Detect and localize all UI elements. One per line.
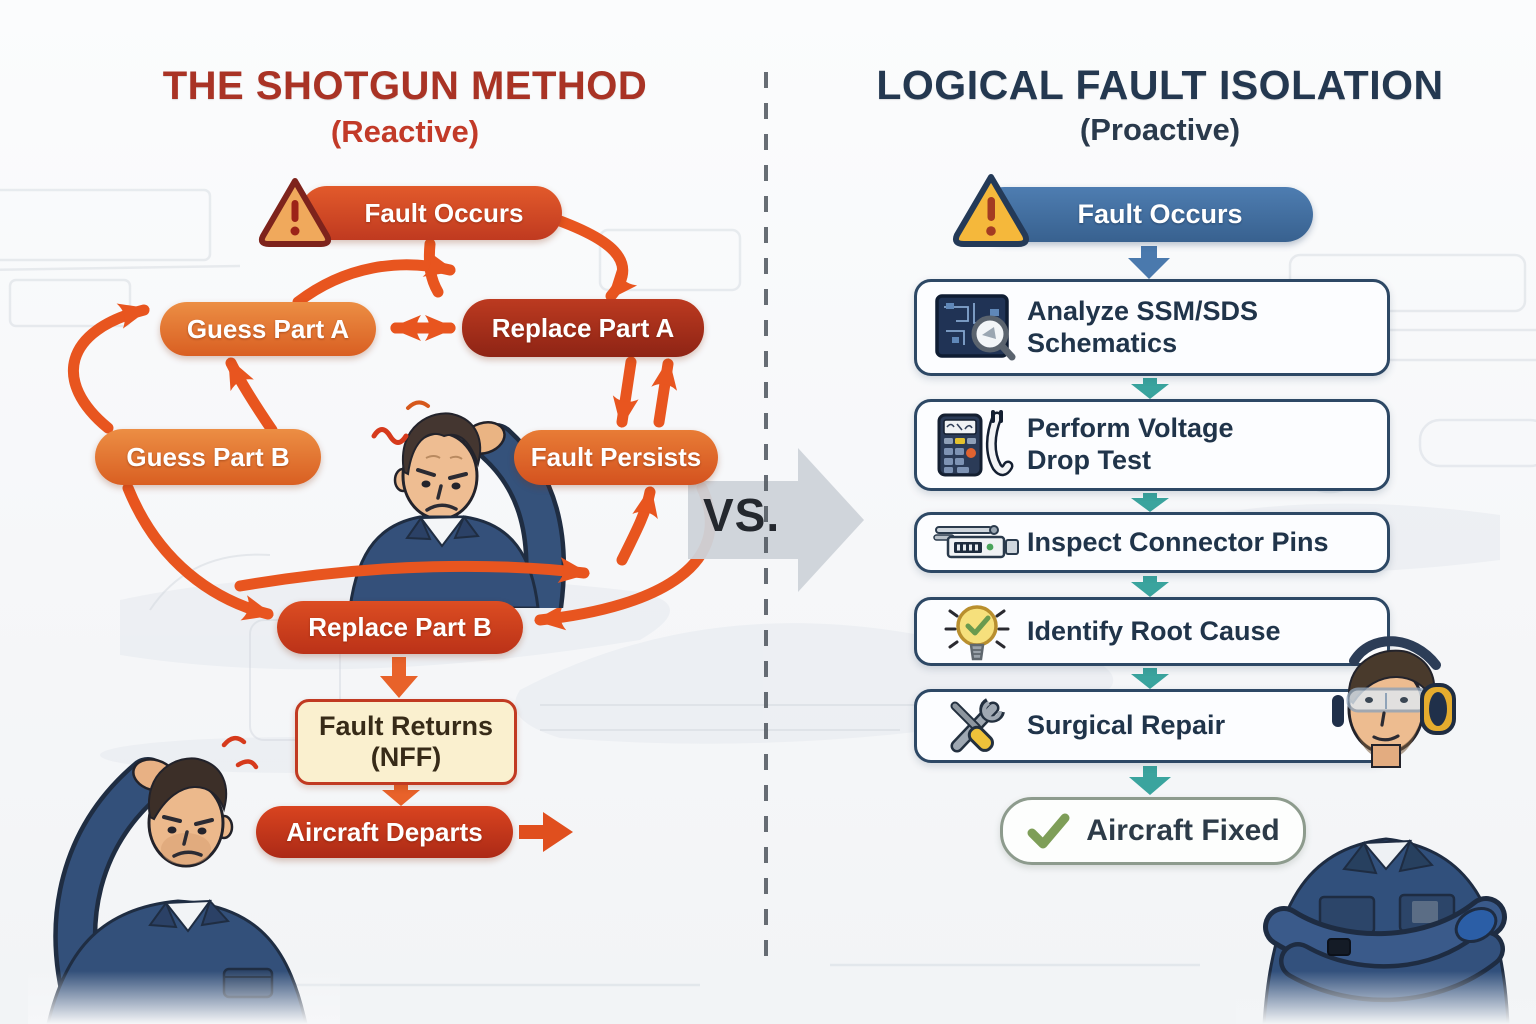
shotgun-loop-arrows <box>67 207 716 631</box>
node-replace-part-a: Replace Part A <box>462 299 704 357</box>
connector-pin-tool-icon <box>933 524 1019 558</box>
right-panel-title: LOGICAL FAULT ISOLATION <box>876 62 1444 108</box>
replace-part-b-label: Replace Part B <box>308 612 492 642</box>
left-panel-title: THE SHOTGUN METHOD <box>162 64 648 108</box>
fault-returns-line2: (NFF) <box>370 742 442 772</box>
stressed-mechanic-center-illustration <box>348 400 567 608</box>
fault-persists-label: Fault Persists <box>530 442 702 472</box>
step-identify-root-cause: Identify Root Cause <box>914 597 1390 666</box>
node-fault-persists: Fault Persists <box>514 430 718 485</box>
dashed-divider <box>764 72 768 958</box>
left-straight-arrows <box>380 657 573 852</box>
green-check-icon <box>1027 813 1070 849</box>
step-voltage-drop-test: Perform Voltage Drop Test <box>914 399 1390 491</box>
replace-part-a-label: Replace Part A <box>491 312 675 343</box>
step-4-label: Identify Root Cause <box>1027 615 1281 646</box>
right-panel-subtitle: (Proactive) <box>1079 112 1241 147</box>
step-3-label: Inspect Connector Pins <box>1027 526 1329 557</box>
step-analyze-schematics: Analyze SSM/SDS Schematics <box>914 279 1390 376</box>
node-replace-part-b: Replace Part B <box>277 601 523 654</box>
node-aircraft-fixed: Aircraft Fixed <box>1000 797 1306 865</box>
crossed-tools-icon <box>950 698 1005 753</box>
multimeter-probe-icon <box>937 410 1014 477</box>
aircraft-fixed-label: Aircraft Fixed <box>1086 814 1280 847</box>
node-guess-part-a: Guess Part A <box>160 302 376 356</box>
confident-mechanic-right-illustration <box>1236 636 1536 1024</box>
node-aircraft-departs: Aircraft Departs <box>256 806 513 858</box>
step-1-label: Analyze SSM/SDS Schematics <box>1027 295 1259 358</box>
frustrated-mechanic-left-illustration <box>28 735 340 1024</box>
guess-part-b-label: Guess Part B <box>126 441 290 472</box>
node-fault-returns-nff: Fault Returns (NFF) <box>295 699 517 785</box>
guess-part-a-label: Guess Part A <box>186 313 350 344</box>
schematic-magnifier-icon <box>935 293 1016 360</box>
warning-triangle-icon <box>258 178 332 247</box>
step-5-label: Surgical Repair <box>1027 710 1226 741</box>
fault-occurs-left-label: Fault Occurs <box>364 197 524 228</box>
fault-occurs-right-label: Fault Occurs <box>1077 199 1243 229</box>
node-fault-occurs-right: Fault Occurs <box>977 187 1313 242</box>
lightbulb-check-icon <box>944 604 1010 660</box>
step-inspect-connector-pins: Inspect Connector Pins <box>914 512 1390 573</box>
node-guess-part-b: Guess Part B <box>95 429 321 485</box>
left-panel-subtitle: (Reactive) <box>330 114 480 149</box>
vs-label: VS. <box>703 489 781 541</box>
vs-arrow <box>688 448 864 592</box>
step-2-label: Perform Voltage Drop Test <box>1027 413 1234 475</box>
fault-returns-line1: Fault Returns <box>318 710 493 741</box>
aircraft-departs-label: Aircraft Departs <box>286 816 483 847</box>
node-fault-occurs-left: Fault Occurs <box>300 186 562 240</box>
warning-triangle-icon <box>952 174 1030 247</box>
right-straight-arrows <box>1128 246 1171 795</box>
